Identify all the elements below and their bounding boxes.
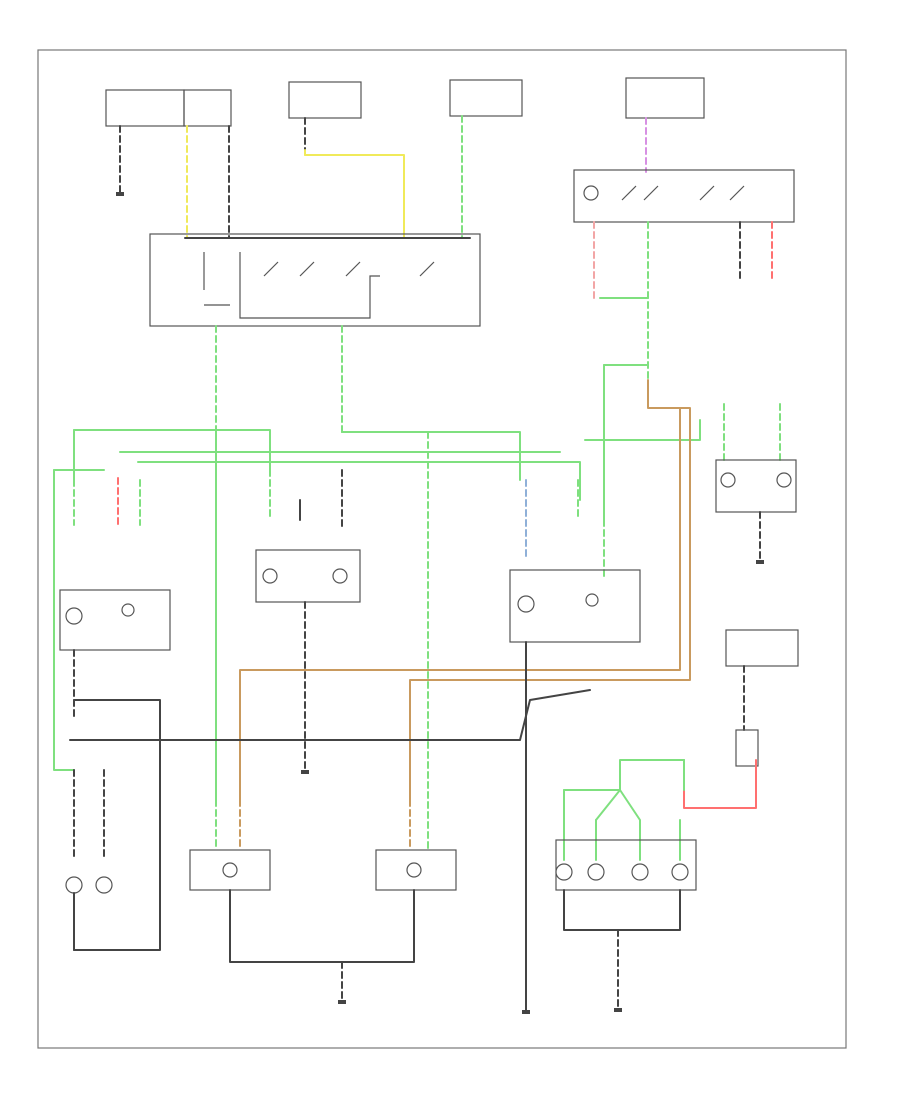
license-lamps <box>65 769 113 951</box>
right-front-turn-lamp-icon <box>406 862 422 878</box>
left-indicator-icon <box>262 568 278 584</box>
rear-lamp-4-icon <box>671 863 689 881</box>
rear-lamp-3-icon <box>631 863 649 881</box>
rear-lamp-1-icon <box>555 863 573 881</box>
instrument-cluster <box>255 549 361 774</box>
license-lamp-2-icon <box>95 876 113 894</box>
left-turn-lamp-icon <box>121 603 135 617</box>
switch-lamp-icon <box>583 185 599 201</box>
hot-in-run-fuse <box>625 77 705 173</box>
left-front-lamp-assembly <box>59 589 591 951</box>
lower-right-fuse <box>683 629 799 809</box>
turn-signal-hazard-switch <box>149 233 481 327</box>
right-turn-lamp-icon <box>585 593 599 607</box>
brake-switch-assembly <box>573 169 795 381</box>
hot-at-all-times-fuse-b <box>449 79 523 239</box>
right-indicator-icon <box>332 568 348 584</box>
right-marker-lamp-icon <box>776 472 792 488</box>
top-left-fuse-block <box>105 89 232 239</box>
right-park-lamp-icon <box>517 595 535 613</box>
left-front-turn-lamp-icon <box>222 862 238 878</box>
front-turn-lamps <box>189 431 530 1014</box>
right-front-lamp-assembly <box>509 569 641 1011</box>
diagram-frame <box>37 49 847 1049</box>
rear-lamp-cluster <box>555 759 697 1012</box>
rear-lamp-2-icon <box>587 863 605 881</box>
left-park-lamp-icon <box>65 607 83 625</box>
hot-at-all-times-fuse-a <box>288 81 405 239</box>
left-marker-lamp-icon <box>720 472 736 488</box>
front-harness-wiring <box>53 364 701 801</box>
license-lamp-1-icon <box>65 876 83 894</box>
side-marker-lamps <box>715 403 797 564</box>
